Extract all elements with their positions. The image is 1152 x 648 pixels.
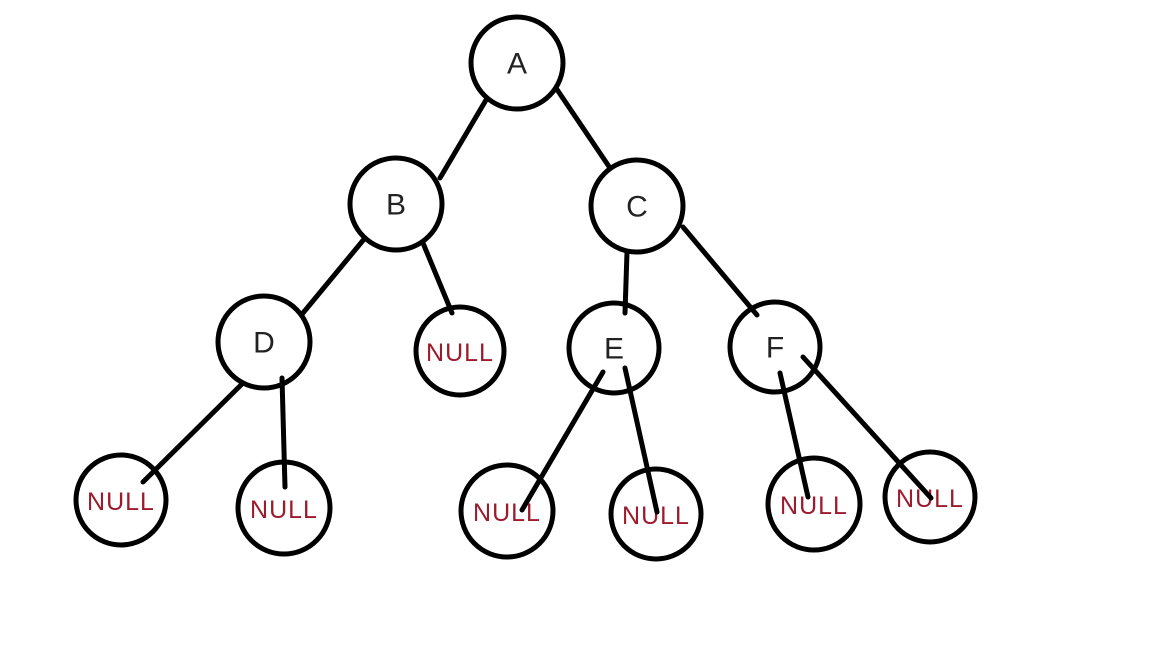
tree-node-circles (73, 14, 978, 562)
node-label-b: B (386, 189, 406, 222)
edge-b-null (420, 240, 455, 316)
edge-e-left-null (519, 369, 606, 513)
edge-c-f (680, 224, 760, 318)
node-circle-b-right-null (413, 304, 507, 398)
node-label-e-left-null: NULL (473, 499, 541, 527)
node-circle-f (727, 299, 823, 395)
edge-b-d (300, 235, 368, 316)
tree-node-labels: A B C D NULL E F NULL NULL NULL NULL NUL… (87, 48, 963, 531)
edge-a-b (437, 97, 489, 181)
edge-e-right-null (622, 365, 660, 515)
tree-edges (140, 85, 934, 515)
node-label-b-right-null: NULL (426, 339, 494, 367)
node-label-d-right-null: NULL (250, 496, 318, 524)
node-label-f-left-null: NULL (780, 492, 848, 520)
edge-c-e (622, 249, 630, 316)
node-label-c: C (626, 191, 648, 224)
node-label-f: F (766, 332, 784, 365)
node-label-d: D (253, 327, 275, 360)
edge-a-c (553, 85, 613, 171)
node-label-d-left-null: NULL (87, 488, 155, 516)
edge-f-right-null (800, 354, 934, 501)
node-circle-d-left-null (73, 452, 169, 548)
edge-d-right-null (279, 375, 288, 490)
node-circle-e-left-null (458, 462, 556, 560)
node-circle-b (347, 155, 445, 253)
node-circle-d (215, 293, 313, 391)
edge-f-left-null (777, 370, 811, 500)
node-label-e: E (604, 333, 624, 366)
edge-d-left-null (140, 380, 246, 485)
node-circle-c (588, 157, 686, 255)
node-circle-e (566, 300, 662, 396)
node-label-a: A (507, 48, 527, 81)
node-circle-f-left-null (765, 455, 863, 553)
node-circle-a (468, 14, 566, 112)
